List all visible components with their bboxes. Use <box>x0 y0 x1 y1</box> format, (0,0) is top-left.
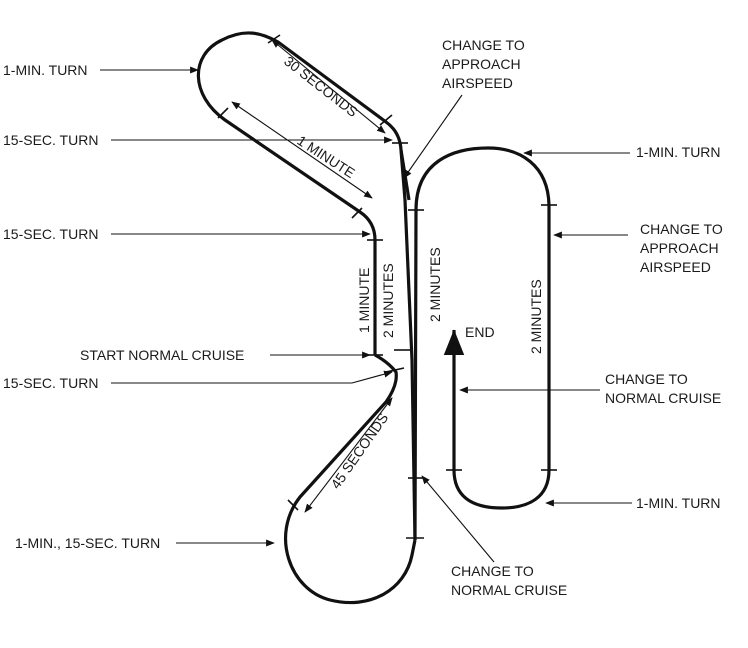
svg-text:NORMAL CRUISE: NORMAL CRUISE <box>605 390 721 406</box>
duration-two-minutes-c: 2 MINUTES <box>528 279 544 354</box>
leader-15sec-turn-3 <box>111 370 393 384</box>
svg-text:CHANGE TO: CHANGE TO <box>451 563 534 579</box>
svg-text:APPROACH: APPROACH <box>640 240 719 256</box>
svg-text:AIRSPEED: AIRSPEED <box>640 259 711 275</box>
path-lower-loop <box>284 353 417 605</box>
path-right-racetrack <box>413 146 551 541</box>
svg-text:AIRSPEED: AIRSPEED <box>442 75 513 91</box>
svg-text:CHANGE TO: CHANGE TO <box>640 221 723 237</box>
dim-forty-five-seconds <box>304 397 393 513</box>
label-1min-15sec-turn: 1-MIN., 15-SEC. TURN <box>15 535 160 551</box>
label-1min-turn-right-top: 1-MIN. TURN <box>636 144 721 160</box>
dim-one-minute-diag <box>231 101 373 199</box>
tick <box>287 499 299 511</box>
tick <box>217 107 229 119</box>
duration-thirty-seconds: 30 SECONDS <box>281 53 361 120</box>
label-change-normal-bottom: CHANGE TO NORMAL CRUISE <box>451 563 567 598</box>
duration-forty-five-seconds: 45 SECONDS <box>327 410 391 492</box>
dimension-arrows <box>231 39 393 513</box>
flight-path <box>196 31 551 605</box>
label-end: END <box>465 324 495 340</box>
duration-two-minutes-b: 2 MINUTES <box>427 247 443 322</box>
leader-change-approach-top <box>403 94 463 179</box>
leader-lines <box>100 66 632 563</box>
svg-text:NORMAL CRUISE: NORMAL CRUISE <box>451 582 567 598</box>
svg-text:APPROACH: APPROACH <box>442 56 521 72</box>
label-1min-turn-top-left: 1-MIN. TURN <box>3 62 88 78</box>
label-15sec-turn-3: 15-SEC. TURN <box>3 375 98 391</box>
label-15sec-turn-2: 15-SEC. TURN <box>3 226 98 242</box>
path-top-loop <box>196 31 411 355</box>
tick <box>267 34 281 44</box>
duration-two-minutes-a: 2 MINUTES <box>380 263 396 338</box>
tick <box>351 207 363 219</box>
leader-change-normal-bottom <box>421 475 495 563</box>
path-main-vertical <box>399 149 417 541</box>
label-change-approach-right: CHANGE TO APPROACH AIRSPEED <box>640 221 723 275</box>
label-change-normal-right: CHANGE TO NORMAL CRUISE <box>605 371 721 406</box>
label-change-approach-top: CHANGE TO APPROACH AIRSPEED <box>442 37 525 91</box>
label-1min-turn-right-bottom: 1-MIN. TURN <box>636 495 721 511</box>
svg-text:CHANGE TO: CHANGE TO <box>442 37 525 53</box>
svg-text:CHANGE TO: CHANGE TO <box>605 371 688 387</box>
duration-one-minute-vert: 1 MINUTE <box>356 268 372 333</box>
label-15sec-turn-1: 15-SEC. TURN <box>3 132 98 148</box>
label-start-normal-cruise: START NORMAL CRUISE <box>80 347 244 363</box>
